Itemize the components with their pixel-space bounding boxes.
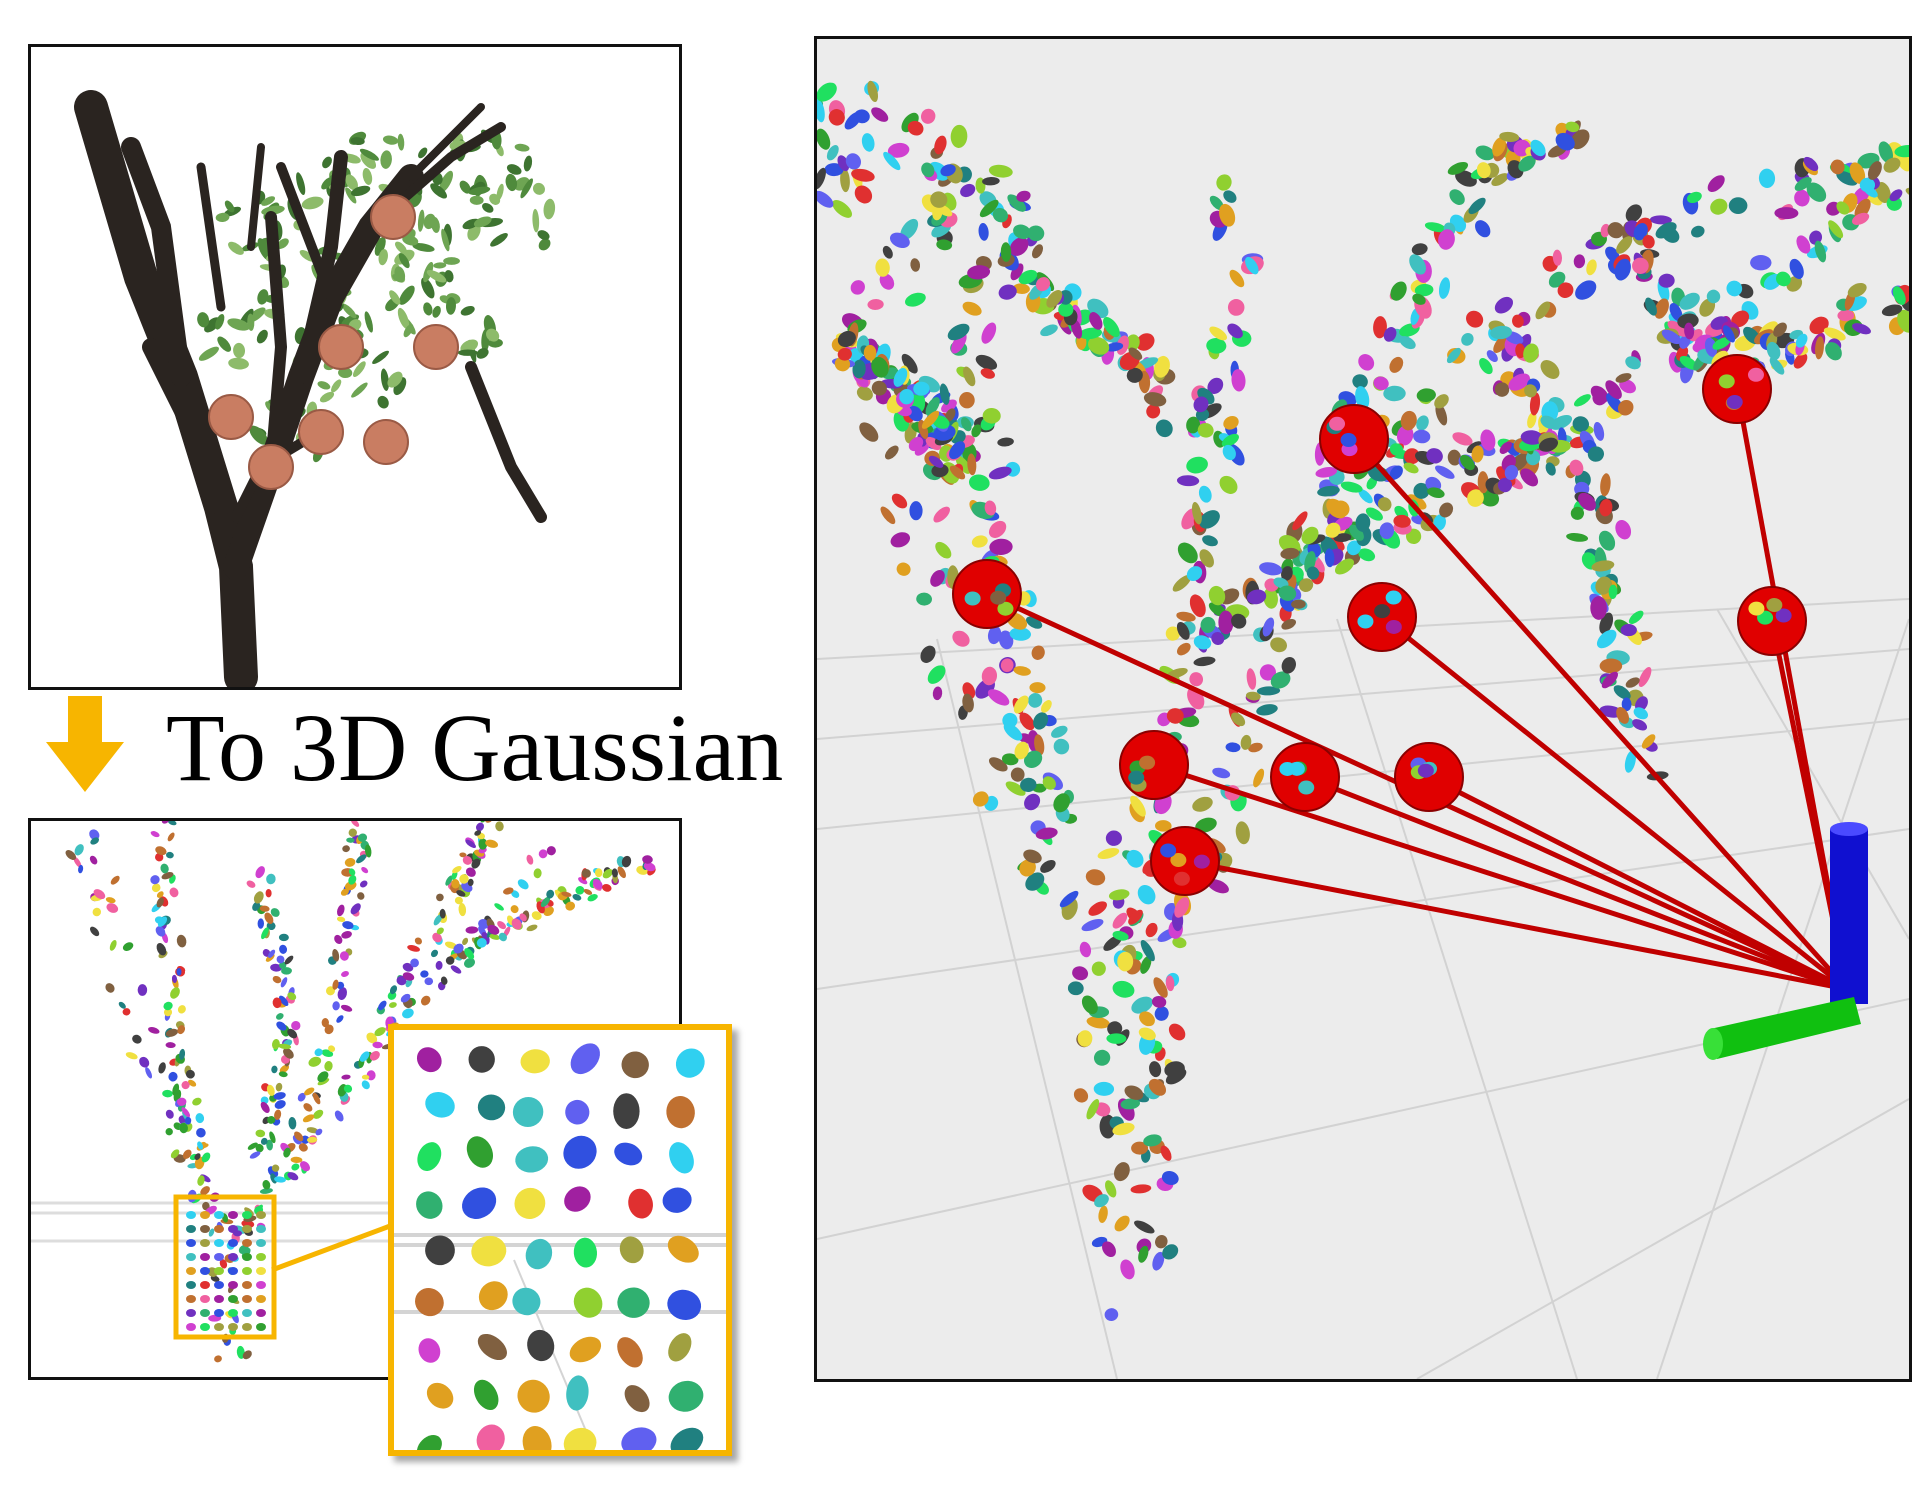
camera-rays (985, 388, 1850, 992)
tree-apples (208, 194, 459, 490)
ground-grid (817, 598, 1909, 1379)
scene-3d-view (817, 80, 1909, 1379)
fruit-markers (952, 354, 1807, 896)
gaussian-ellipsoids (817, 80, 1909, 1322)
scene-3d-panel (814, 36, 1912, 1382)
apple-tree-illustration (74, 90, 556, 687)
coordinate-axes-icon (1703, 822, 1868, 1060)
zoomed-inset (388, 1024, 732, 1456)
tree-photo-panel (28, 44, 682, 690)
down-arrow-icon (46, 696, 124, 792)
transition-label: To 3D Gaussian (166, 694, 784, 801)
gaussian-ellipsoids (65, 821, 656, 1363)
zoomed-gaussians (394, 1043, 726, 1450)
